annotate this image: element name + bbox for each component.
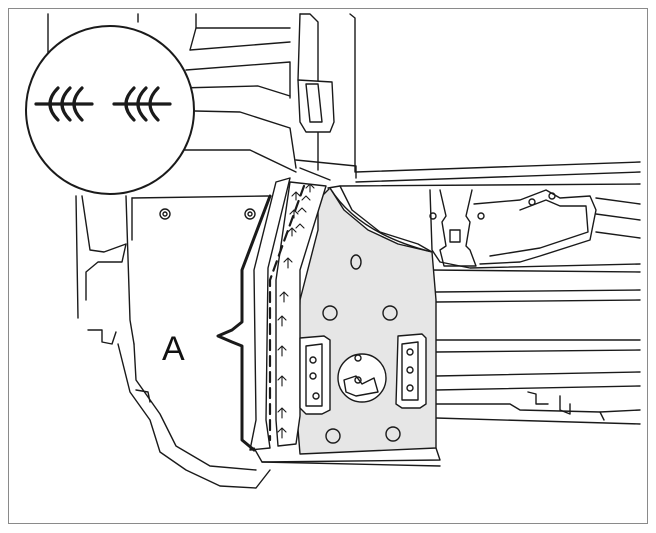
weld-seam-symbol-icon: [34, 86, 172, 122]
panel-holes: [299, 254, 427, 444]
weld-symbol-callout: [25, 25, 195, 195]
weld-seam-line: [268, 184, 306, 442]
callout-label-a: A: [162, 330, 185, 368]
left-body-panel: [75, 195, 271, 489]
pillar-structure: [295, 13, 357, 181]
right-floor-structure: [339, 161, 641, 425]
weld-seam-markers: [277, 183, 315, 439]
cross-member-bracket: [429, 189, 597, 267]
